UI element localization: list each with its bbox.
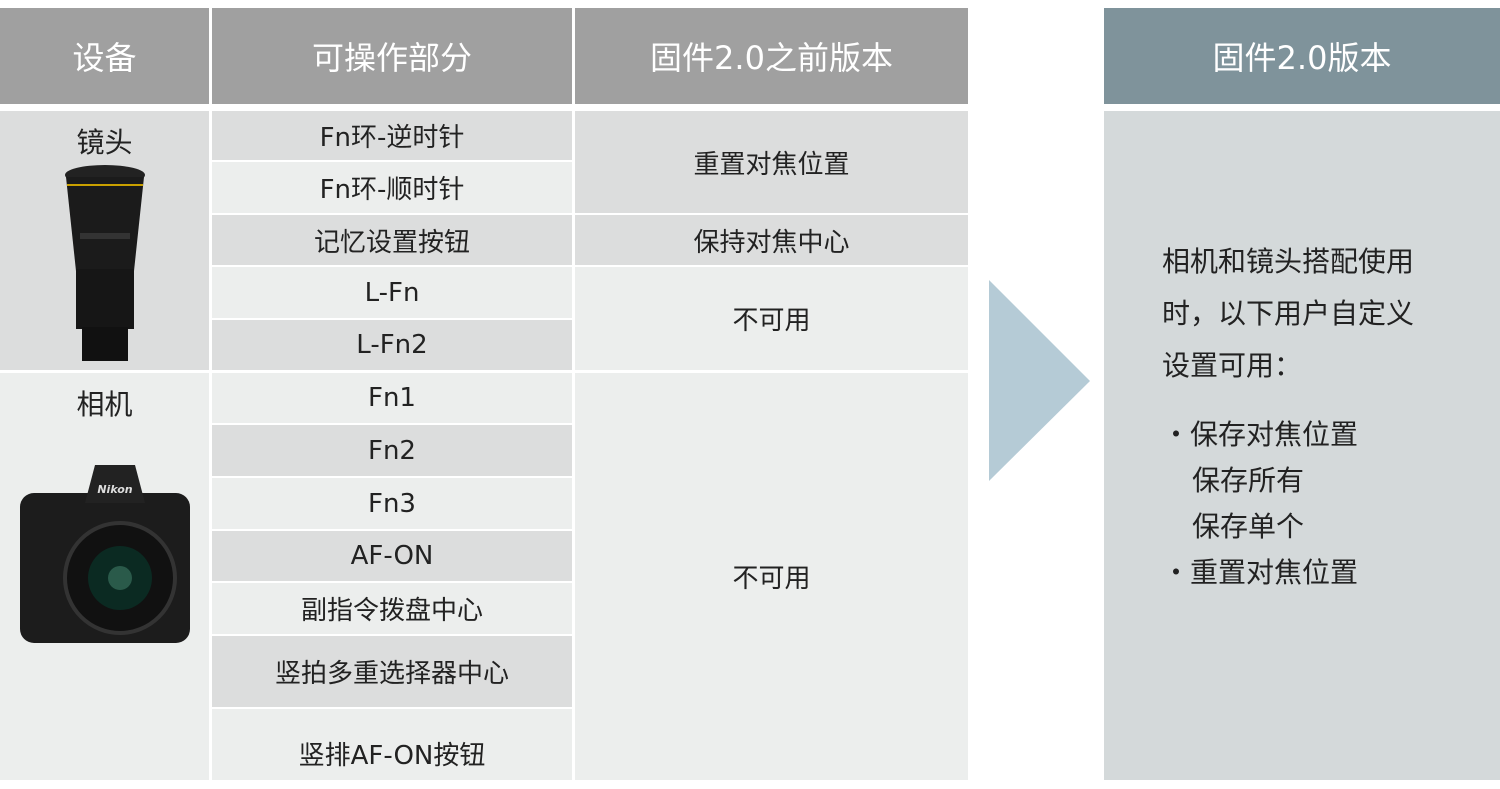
after-panel: 相机和镜头搭配使用 时，以下用户自定义 设置可用： ・保存对焦位置 保存所有 保…	[1104, 111, 1500, 780]
bullet-icon: ・	[1162, 556, 1191, 589]
after-intro-line: 相机和镜头搭配使用	[1162, 245, 1415, 278]
bullet-icon: ・	[1162, 418, 1191, 451]
device-camera: 相机 Nikon	[0, 373, 209, 780]
bullet-item: 保存对焦位置	[1190, 418, 1359, 451]
device-camera-label: 相机	[76, 388, 133, 421]
before-cell: 不可用	[575, 267, 968, 370]
part-row: AF-ON	[212, 531, 572, 581]
bullet-item: 重置对焦位置	[1190, 556, 1359, 589]
device-lens-label: 镜头	[76, 126, 133, 159]
after-intro-line: 时，以下用户自定义	[1162, 297, 1415, 330]
part-row: 记忆设置按钮	[212, 215, 572, 265]
arrow-icon	[989, 280, 1090, 481]
after-intro-line: 设置可用：	[1162, 349, 1303, 382]
svg-text:Nikon: Nikon	[97, 483, 132, 496]
before-cell: 重置对焦位置	[575, 111, 968, 213]
part-row: Fn2	[212, 425, 572, 476]
bullet-subitem: 保存单个	[1192, 510, 1305, 543]
part-row: Fn环-逆时针	[212, 111, 572, 160]
header-part: 可操作部分	[212, 8, 572, 104]
part-row: 副指令拨盘中心	[212, 583, 572, 634]
part-row: 竖拍多重选择器中心	[212, 636, 572, 707]
before-cell: 不可用	[575, 373, 968, 780]
device-lens: 镜头	[0, 111, 209, 370]
part-row: L-Fn	[212, 267, 572, 318]
bullet-subitem: 保存所有	[1192, 464, 1305, 497]
header-after: 固件2.0版本	[1104, 8, 1500, 104]
part-row: L-Fn2	[212, 320, 572, 370]
before-cell: 保持对焦中心	[575, 215, 968, 265]
header-device: 设备	[0, 8, 209, 104]
part-row: Fn3	[212, 478, 572, 529]
lens-image	[64, 165, 145, 361]
part-row: Fn1	[212, 373, 572, 423]
camera-image: Nikon	[19, 465, 190, 643]
part-row: Fn环-顺时针	[212, 162, 572, 213]
header-before: 固件2.0之前版本	[575, 8, 968, 104]
part-row: 竖排AF-ON按钮	[212, 709, 572, 780]
